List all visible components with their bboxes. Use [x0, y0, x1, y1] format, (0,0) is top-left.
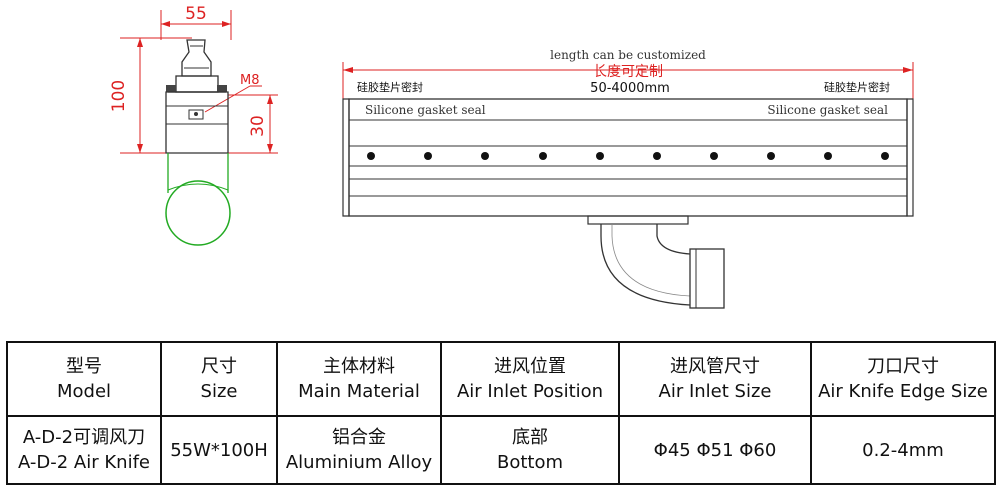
bolt-hole: [596, 152, 604, 160]
bolt-hole: [539, 152, 547, 160]
length-label-cn: 长度可定制: [593, 64, 663, 80]
length-range: 50-4000mm: [590, 81, 670, 96]
front-view: length can be customized 长度可定制 50-4000mm…: [342, 48, 914, 309]
cell-edge-size: 0.2-4mm: [810, 415, 996, 485]
side-view: 55 100 30 M8: [109, 4, 278, 246]
left-seal-en: Silicone gasket seal: [365, 103, 486, 117]
cell-inlet-size: Φ45 Φ51 Φ60: [618, 415, 812, 485]
bolt-hole: [881, 152, 889, 160]
bolt-hole: [367, 152, 375, 160]
bolt-hole: [481, 152, 489, 160]
right-seal-en: Silicone gasket seal: [767, 103, 888, 117]
bolt-hole: [710, 152, 718, 160]
bolt-hole: [653, 152, 661, 160]
height-dimension: 100: [109, 80, 129, 112]
lower-dimension: 30: [248, 115, 268, 137]
width-dimension: 55: [185, 4, 207, 24]
right-seal-cn: 硅胶垫片密封: [824, 80, 890, 94]
length-note: length can be customized: [550, 48, 706, 62]
thread-label: M8: [240, 73, 260, 88]
bolt-hole: [424, 152, 432, 160]
left-seal-cn: 硅胶垫片密封: [357, 80, 423, 94]
bolt-hole: [824, 152, 832, 160]
cell-size: 55W*100H: [160, 415, 278, 485]
technical-drawing: 55 100 30 M8: [109, 4, 914, 309]
bolt-hole: [767, 152, 775, 160]
